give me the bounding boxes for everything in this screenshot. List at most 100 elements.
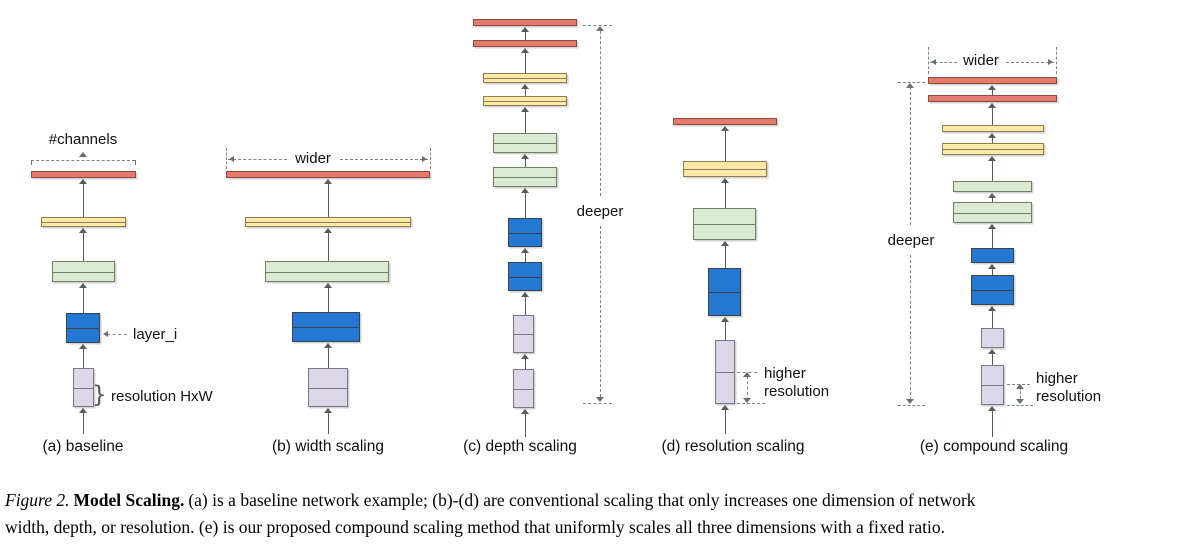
flow-arrow-line — [328, 184, 329, 217]
diagram-a-channels-bracket — [31, 160, 135, 161]
diagram-e-wider-dash-left — [930, 62, 957, 63]
lavender-layer-box — [308, 368, 348, 407]
flow-arrowhead — [988, 103, 996, 108]
diagram-d-label: (d) resolution scaling — [661, 438, 805, 455]
layer-divider — [954, 212, 1031, 214]
flow-arrow-line — [992, 269, 993, 275]
flow-arrowhead — [988, 193, 996, 198]
lavender-layer-box — [981, 328, 1004, 348]
flow-arrowhead — [324, 228, 332, 233]
diagram-d-resolution-label: resolution — [762, 383, 832, 400]
diagram-c-deeper-dash-upper — [600, 31, 601, 196]
caption-line-1: Figure 2.Model Scaling.(a) is a baseline… — [5, 487, 1177, 514]
flow-arrow-line — [725, 131, 726, 161]
diagram-e-deeper-dash-lower — [910, 255, 911, 400]
flow-arrowhead — [988, 349, 996, 354]
flow-arrow-line — [992, 229, 993, 248]
red-layer-box — [226, 171, 430, 178]
flow-arrow-line — [525, 32, 526, 40]
flow-arrow-line — [83, 233, 84, 261]
diagram-b-wider-arrow-left — [229, 156, 234, 162]
diagram-e-wider-dash-right — [1006, 62, 1054, 63]
diagram-b-wider-tick-right — [430, 148, 431, 169]
flow-arrowhead — [324, 343, 332, 348]
yellow-layer-box — [683, 161, 767, 177]
diagram-e-wider-arrow-right — [1048, 59, 1053, 65]
green-layer-box — [493, 133, 557, 153]
diagram-b-wider-tick-left — [226, 148, 227, 169]
flow-arrowhead — [521, 292, 529, 297]
flow-arrow-line — [525, 112, 526, 133]
diagram-c-deeper-arrow-down — [596, 397, 604, 402]
diagram-b-label: (b) width scaling — [272, 438, 384, 455]
lavender-layer-box — [513, 369, 534, 408]
yellow-layer-box — [483, 96, 567, 106]
figure-title: Model Scaling. — [73, 490, 185, 510]
diagram-e-wider-arrow-left — [931, 59, 936, 65]
diagram-e-higher-res-arrow-down — [1016, 399, 1024, 404]
flow-arrowhead — [521, 154, 529, 159]
layer-divider — [309, 387, 347, 389]
flow-arrowhead — [988, 264, 996, 269]
layer-divider — [514, 334, 533, 335]
layer-divider — [67, 328, 99, 329]
flow-arrow-line — [992, 90, 993, 95]
layer-divider — [246, 222, 410, 223]
blue-layer-box — [66, 313, 100, 343]
flow-arrowhead — [521, 188, 529, 193]
red-layer-box — [31, 171, 136, 178]
layer-divider — [484, 78, 566, 79]
diagram-a-layer-i-dash — [107, 334, 127, 335]
flow-arrowhead — [988, 306, 996, 311]
flow-arrow-line — [328, 288, 329, 312]
diagram-e-higher-res-dash — [1020, 387, 1021, 403]
flow-arrow-line — [992, 354, 993, 365]
figure-number-label: Figure 2. — [5, 490, 70, 510]
figure-caption: Figure 2.Model Scaling.(a) is a baseline… — [5, 487, 1177, 540]
diagram-e-deeper-arrow-down — [906, 399, 914, 404]
input-arrow-line — [992, 411, 993, 437]
red-layer-box — [473, 40, 577, 47]
flow-arrow-line — [525, 159, 526, 167]
flow-arrowhead — [521, 27, 529, 32]
diagram-c-deeper-arrow-up — [596, 26, 604, 31]
layer-divider — [42, 222, 125, 223]
layer-divider — [716, 372, 734, 373]
flow-arrow-line — [328, 348, 329, 368]
diagram-e-wider-tick-right — [1056, 47, 1057, 74]
layer-divider — [53, 271, 114, 273]
flow-arrow-line — [525, 253, 526, 262]
flow-arrowhead — [988, 156, 996, 161]
blue-layer-box — [292, 312, 360, 342]
layer-divider — [509, 276, 541, 278]
layer-divider — [74, 387, 93, 389]
diagram-a-layer-i-label: layer_i — [131, 326, 180, 343]
layer-divider — [982, 385, 1003, 386]
flow-arrow-line — [525, 297, 526, 315]
diagram-b-wider-label: wider — [293, 150, 333, 167]
layer-divider — [494, 177, 556, 178]
diagram-e-resolution-label: resolution — [1034, 388, 1104, 405]
green-layer-box — [493, 167, 557, 187]
diagram-c-label: (c) depth scaling — [463, 438, 577, 455]
flow-arrow-line — [992, 198, 993, 202]
yellow-layer-box — [942, 143, 1044, 155]
green-layer-box — [265, 261, 389, 282]
flow-arrowhead — [988, 224, 996, 229]
flow-arrowhead — [721, 241, 729, 246]
blue-layer-box — [508, 262, 542, 291]
blue-layer-box — [508, 218, 542, 247]
green-layer-box — [693, 208, 756, 240]
input-arrowhead — [79, 408, 87, 413]
flow-arrowhead — [79, 228, 87, 233]
flow-arrow-line — [725, 183, 726, 208]
layer-divider — [684, 169, 766, 170]
flow-arrowhead — [521, 248, 529, 253]
diagram-d-higher-res-dash — [747, 376, 748, 400]
flow-arrowhead — [988, 133, 996, 138]
yellow-layer-box — [483, 73, 567, 83]
layer-divider — [972, 290, 1013, 291]
diagram-c-deeper-label: deeper — [574, 203, 626, 220]
flow-arrow-line — [992, 161, 993, 181]
diagram-d-higher-label: higher — [762, 365, 808, 382]
